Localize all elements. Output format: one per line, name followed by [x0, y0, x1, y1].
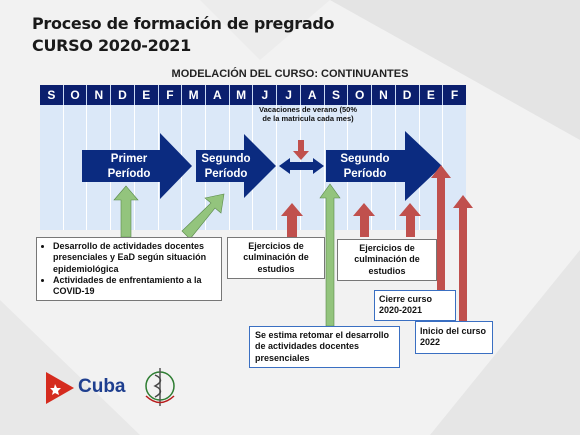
inicio-box: Inicio del curso 2022	[415, 321, 493, 354]
ejercicios-box-1: Ejercicios de culminación de estudios	[227, 237, 325, 279]
cuba-logo-text: Cuba	[78, 376, 126, 397]
cierre-box: Cierre curso 2020-2021	[374, 290, 456, 321]
month-label: A	[206, 85, 230, 105]
segundo-periodo-arrow-2	[326, 131, 442, 201]
primer-periodo-label: Primer Período	[107, 153, 151, 180]
month-label: D	[396, 85, 420, 105]
month-label: J	[277, 85, 301, 105]
month-label: N	[87, 85, 112, 105]
red-arrow-ejercicios-2b	[399, 203, 421, 237]
retomar-box: Se estima retomar el desarrollo de activ…	[249, 326, 400, 368]
month-label: F	[450, 88, 459, 102]
month-label: O	[64, 85, 88, 105]
title-line-2: CURSO 2020-2021	[32, 36, 191, 55]
primer-periodo-arrow	[82, 133, 192, 199]
ejercicios-box-2: Ejercicios de culminación de estudios	[337, 239, 437, 281]
red-arrow-inicio	[453, 195, 473, 322]
actividades-item: Actividades de enfrentamiento a la COVID…	[53, 275, 217, 298]
actividades-item: Desarrollo de actividades docentes prese…	[53, 241, 217, 275]
vacaciones-label: Vacaciones de verano (50% de la matricul…	[259, 105, 357, 124]
month-label: J	[253, 85, 278, 105]
segundo-periodo-label-1: Segundo Período	[201, 153, 251, 180]
medical-emblem	[145, 368, 175, 406]
month-label: S	[325, 85, 349, 105]
month-label: A	[301, 85, 325, 105]
month-bar: S O N D E F M A M J J A S O N D E F	[40, 85, 466, 105]
actividades-box: Desarrollo de actividades docentes prese…	[36, 237, 222, 302]
red-arrow-ejercicios-2a	[353, 203, 375, 237]
segundo-periodo-label-2: Segundo Período	[340, 153, 390, 180]
month-label: M	[182, 85, 207, 105]
month-label: S	[40, 85, 64, 105]
red-arrow-ejercicios-1	[281, 203, 303, 237]
vacaciones-double-arrow	[279, 158, 324, 174]
vacaciones-red-arrow	[293, 140, 309, 160]
month-label: M	[230, 85, 254, 105]
green-arrow-retomar	[319, 183, 341, 327]
month-label: F	[159, 85, 183, 105]
month-label: O	[348, 85, 373, 105]
green-arrow-primer	[113, 185, 139, 238]
month-label: D	[111, 85, 135, 105]
cuba-logo-star	[50, 384, 61, 395]
red-arrow-cierre	[431, 165, 451, 292]
segundo-periodo-arrow-1	[196, 134, 276, 198]
green-arrow-segundo	[181, 193, 225, 240]
month-label: N	[372, 85, 396, 105]
month-label: E	[135, 85, 159, 105]
month-label: E	[420, 85, 444, 105]
diagram-subtitle: MODELACIÓN DEL CURSO: CONTINUANTES	[171, 68, 409, 80]
title-line-1: Proceso de formación de pregrado	[32, 14, 335, 33]
